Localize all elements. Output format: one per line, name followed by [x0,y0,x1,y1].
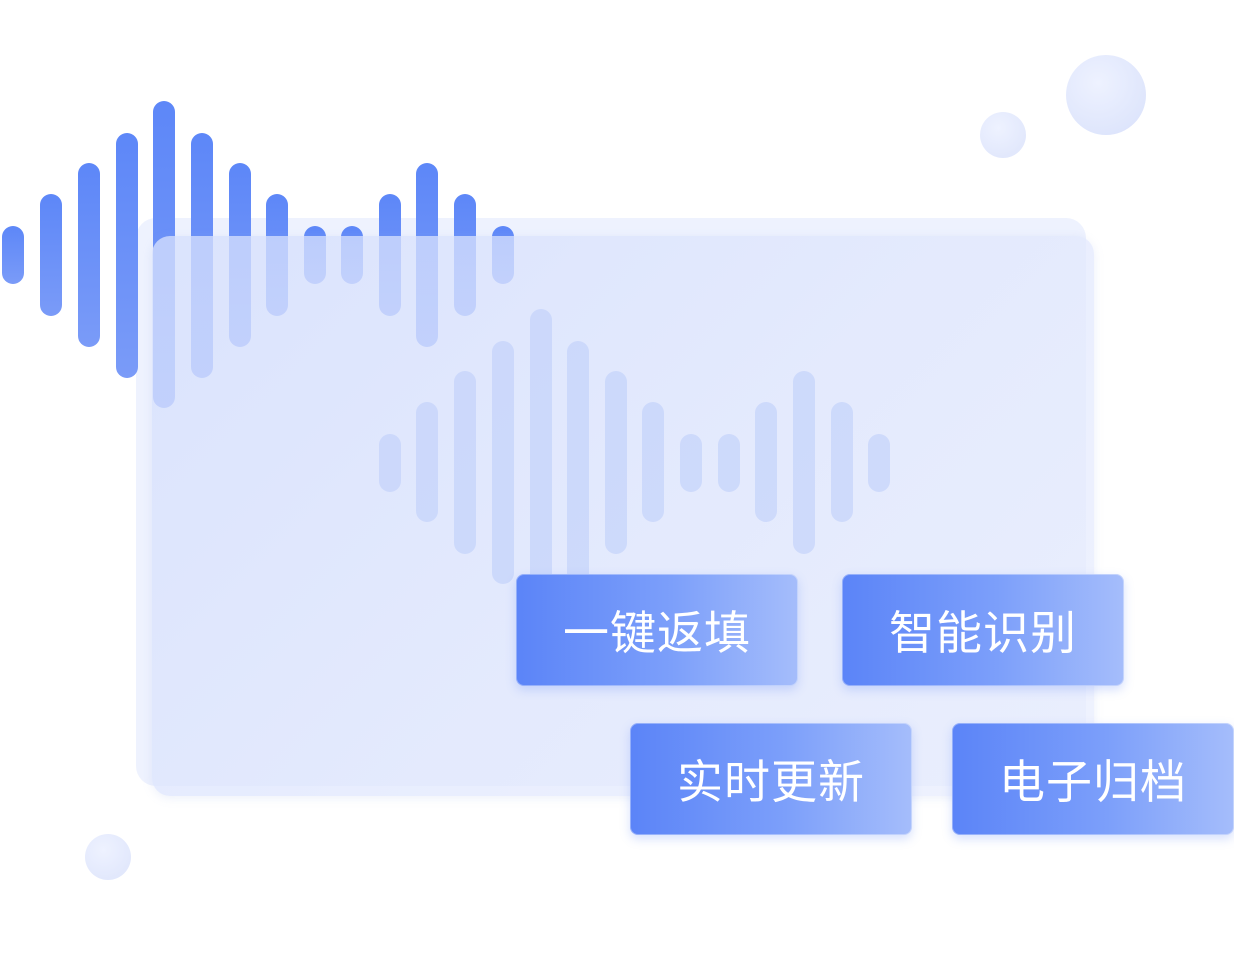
wave-bar [492,341,514,584]
wave-bar [831,402,853,522]
decor-circle-small [85,834,131,880]
wave-bar [530,309,552,616]
wave-bar [2,226,24,284]
feature-button-e-archive[interactable]: 电子归档 [952,723,1234,835]
wave-bar [868,434,890,492]
feature-button-smart-recognition[interactable]: 智能识别 [842,574,1124,686]
wave-bar [454,371,476,554]
wave-bar [642,402,664,522]
feature-button-label: 实时更新 [677,755,865,809]
wave-bar [755,402,777,522]
wave-bar [416,402,438,522]
wave-bar [605,371,627,554]
wave-bar [78,163,100,347]
feature-button-label: 智能识别 [889,606,1077,660]
wave-bar [718,434,740,492]
feature-button-label: 一键返填 [563,606,751,660]
wave-bar [379,434,401,492]
feature-button-realtime-update[interactable]: 实时更新 [630,723,912,835]
wave-bar [680,434,702,492]
wave-bar [567,341,589,584]
wave-bar [40,194,62,316]
feature-button-label: 电子归档 [999,755,1187,809]
wave-bar [116,133,138,378]
wave-bar [793,371,815,554]
decor-circle-large [1066,55,1146,135]
decor-circle-medium [980,112,1026,158]
feature-button-auto-fill[interactable]: 一键返填 [516,574,798,686]
